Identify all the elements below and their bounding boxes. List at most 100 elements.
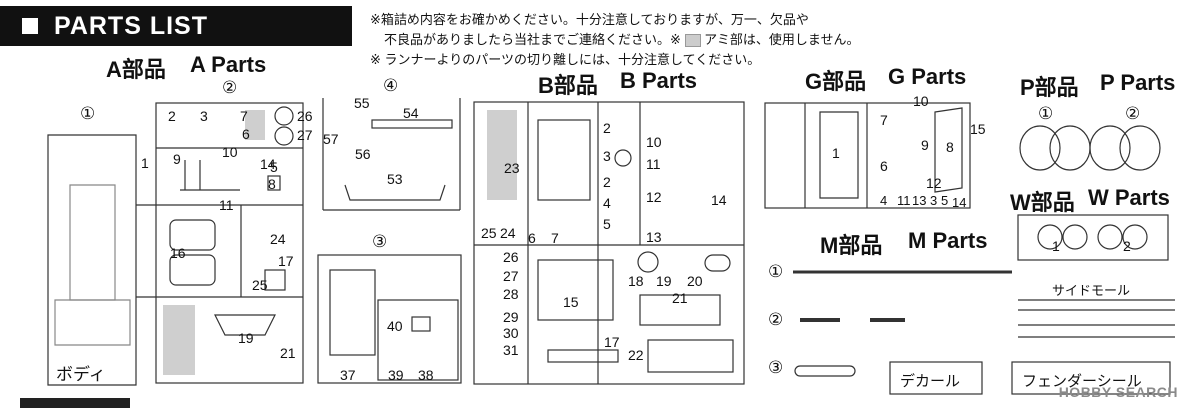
w-parts-title-en: W Parts <box>1088 185 1170 210</box>
b-part-18: 18 <box>628 273 644 289</box>
a-part-5: 5 <box>270 159 278 175</box>
a-part-10: 10 <box>222 144 238 160</box>
a-part-56: 56 <box>355 146 371 162</box>
a-part-11: 11 <box>219 197 234 213</box>
m-parts-title-jp: M部品 <box>820 233 883 258</box>
w-part-2: 2 <box>1123 238 1131 254</box>
note-line-2b: アミ部は、使用しません。 <box>704 32 860 47</box>
a-part-39: 39 <box>388 367 404 383</box>
runner-1-label: ① <box>80 104 96 123</box>
fender-seal-label: フェンダーシール <box>1022 373 1142 390</box>
a-part-7: 7 <box>240 108 248 124</box>
g-part-10: 10 <box>913 93 929 109</box>
a-part-24: 24 <box>270 231 286 247</box>
g-part-7: 7 <box>880 112 888 128</box>
b-part-30: 30 <box>503 325 519 341</box>
bottom-strip <box>0 398 1200 408</box>
a-parts-title-en: A Parts <box>190 52 267 77</box>
g-part-1: 1 <box>832 145 840 161</box>
runner-4-label: ④ <box>383 76 399 95</box>
g-part-13: 13 <box>912 193 927 208</box>
g-part-12: 12 <box>926 175 942 191</box>
b-part-14: 14 <box>711 192 727 208</box>
side-molding-label: サイドモール <box>1052 283 1131 298</box>
b-part-23: 23 <box>504 160 520 176</box>
p-parts-title-jp: P部品 <box>1020 75 1079 100</box>
g-part-14: 14 <box>952 195 967 210</box>
body-label: ボディ <box>56 365 106 384</box>
g-part-11: 11 <box>897 193 911 208</box>
a-part-57: 57 <box>323 131 339 147</box>
runner-2-label: ② <box>222 78 238 97</box>
a-part-17: 17 <box>278 253 294 269</box>
b-part-6: 6 <box>528 230 536 246</box>
note-line-3: ※ ランナーよりのパーツの切り離しには、十分注意してください。 <box>370 52 761 67</box>
b-part-17: 17 <box>604 334 620 350</box>
b-part-11: 11 <box>646 156 661 172</box>
a-part-27: 27 <box>297 127 313 143</box>
a-part-14: 14 <box>260 156 276 172</box>
a-part-54: 54 <box>403 105 419 121</box>
m-part-1-label: ① <box>768 262 784 281</box>
w-parts-title-jp: W部品 <box>1010 190 1075 215</box>
p-parts-title-en: P Parts <box>1100 70 1176 95</box>
a-part-53: 53 <box>387 171 403 187</box>
a-part-40: 40 <box>387 318 403 334</box>
p-runner-1-label: ① <box>1038 104 1054 123</box>
note-line-2: 不良品がありましたら当社までご連絡ください。※ アミ部は、使用しません。 <box>370 30 860 50</box>
b-part-31: 31 <box>503 342 519 358</box>
note-line-1: ※箱詰め内容をお確かめください。十分注意しておりますが、万一、欠品や <box>370 12 809 27</box>
m-part-3-label: ③ <box>768 358 784 377</box>
g-part-9: 9 <box>921 137 929 153</box>
w-part-1: 1 <box>1052 238 1060 254</box>
runner-3-label: ③ <box>372 232 388 251</box>
a-part-8: 8 <box>268 176 276 192</box>
b-part-2b: 2 <box>603 174 611 190</box>
p-runner-2-label: ② <box>1125 104 1141 123</box>
a-part-21: 21 <box>280 345 296 361</box>
mesh-swatch <box>684 34 701 48</box>
bottom-block <box>20 398 130 408</box>
b-part-7: 7 <box>551 230 559 246</box>
g-part-15: 15 <box>970 121 986 137</box>
a-part-26: 26 <box>297 108 313 124</box>
b-part-26: 26 <box>503 249 519 265</box>
b-part-27: 27 <box>503 268 519 284</box>
g-part-4: 4 <box>880 193 888 208</box>
b-part-21: 21 <box>672 290 688 306</box>
b-part-3: 3 <box>603 148 611 164</box>
a-part-6: 6 <box>242 126 250 142</box>
a-part-38: 38 <box>418 367 434 383</box>
g-part-5: 5 <box>941 193 949 208</box>
a-part-19: 19 <box>238 330 254 346</box>
b-part-20: 20 <box>687 273 703 289</box>
a-parts-title-jp: A部品 <box>106 57 166 82</box>
a-part-1: 1 <box>141 155 149 171</box>
b-part-12: 12 <box>646 189 662 205</box>
page-title: PARTS LIST <box>54 12 208 40</box>
note-line-2a: 不良品がありましたら当社までご連絡ください。※ <box>384 32 681 47</box>
a-part-55: 55 <box>354 95 370 111</box>
watermark: HOBBY SEARCH <box>1058 384 1178 400</box>
square-icon <box>22 18 38 34</box>
a-part-3: 3 <box>200 108 208 124</box>
g-part-3: 3 <box>930 193 938 208</box>
a-part-37: 37 <box>340 367 356 383</box>
decal-label: デカール <box>900 373 961 390</box>
a-part-9: 9 <box>173 151 181 167</box>
b-part-5: 5 <box>603 216 611 232</box>
a-part-2: 2 <box>168 108 176 124</box>
a-part-16: 16 <box>170 245 186 261</box>
a-part-25: 25 <box>252 277 268 293</box>
notes: ※箱詰め内容をお確かめください。十分注意しておりますが、万一、欠品や 不良品があ… <box>370 10 860 70</box>
parts-list-header: PARTS LIST <box>0 6 352 46</box>
b-part-19: 19 <box>656 273 672 289</box>
b-part-10: 10 <box>646 134 662 150</box>
b-part-15: 15 <box>563 294 579 310</box>
b-part-4: 4 <box>603 195 611 211</box>
b-parts-title-en: B Parts <box>620 68 698 93</box>
b-part-2a: 2 <box>603 120 611 136</box>
b-part-13: 13 <box>646 229 662 245</box>
g-parts-title-jp: G部品 <box>805 69 867 94</box>
